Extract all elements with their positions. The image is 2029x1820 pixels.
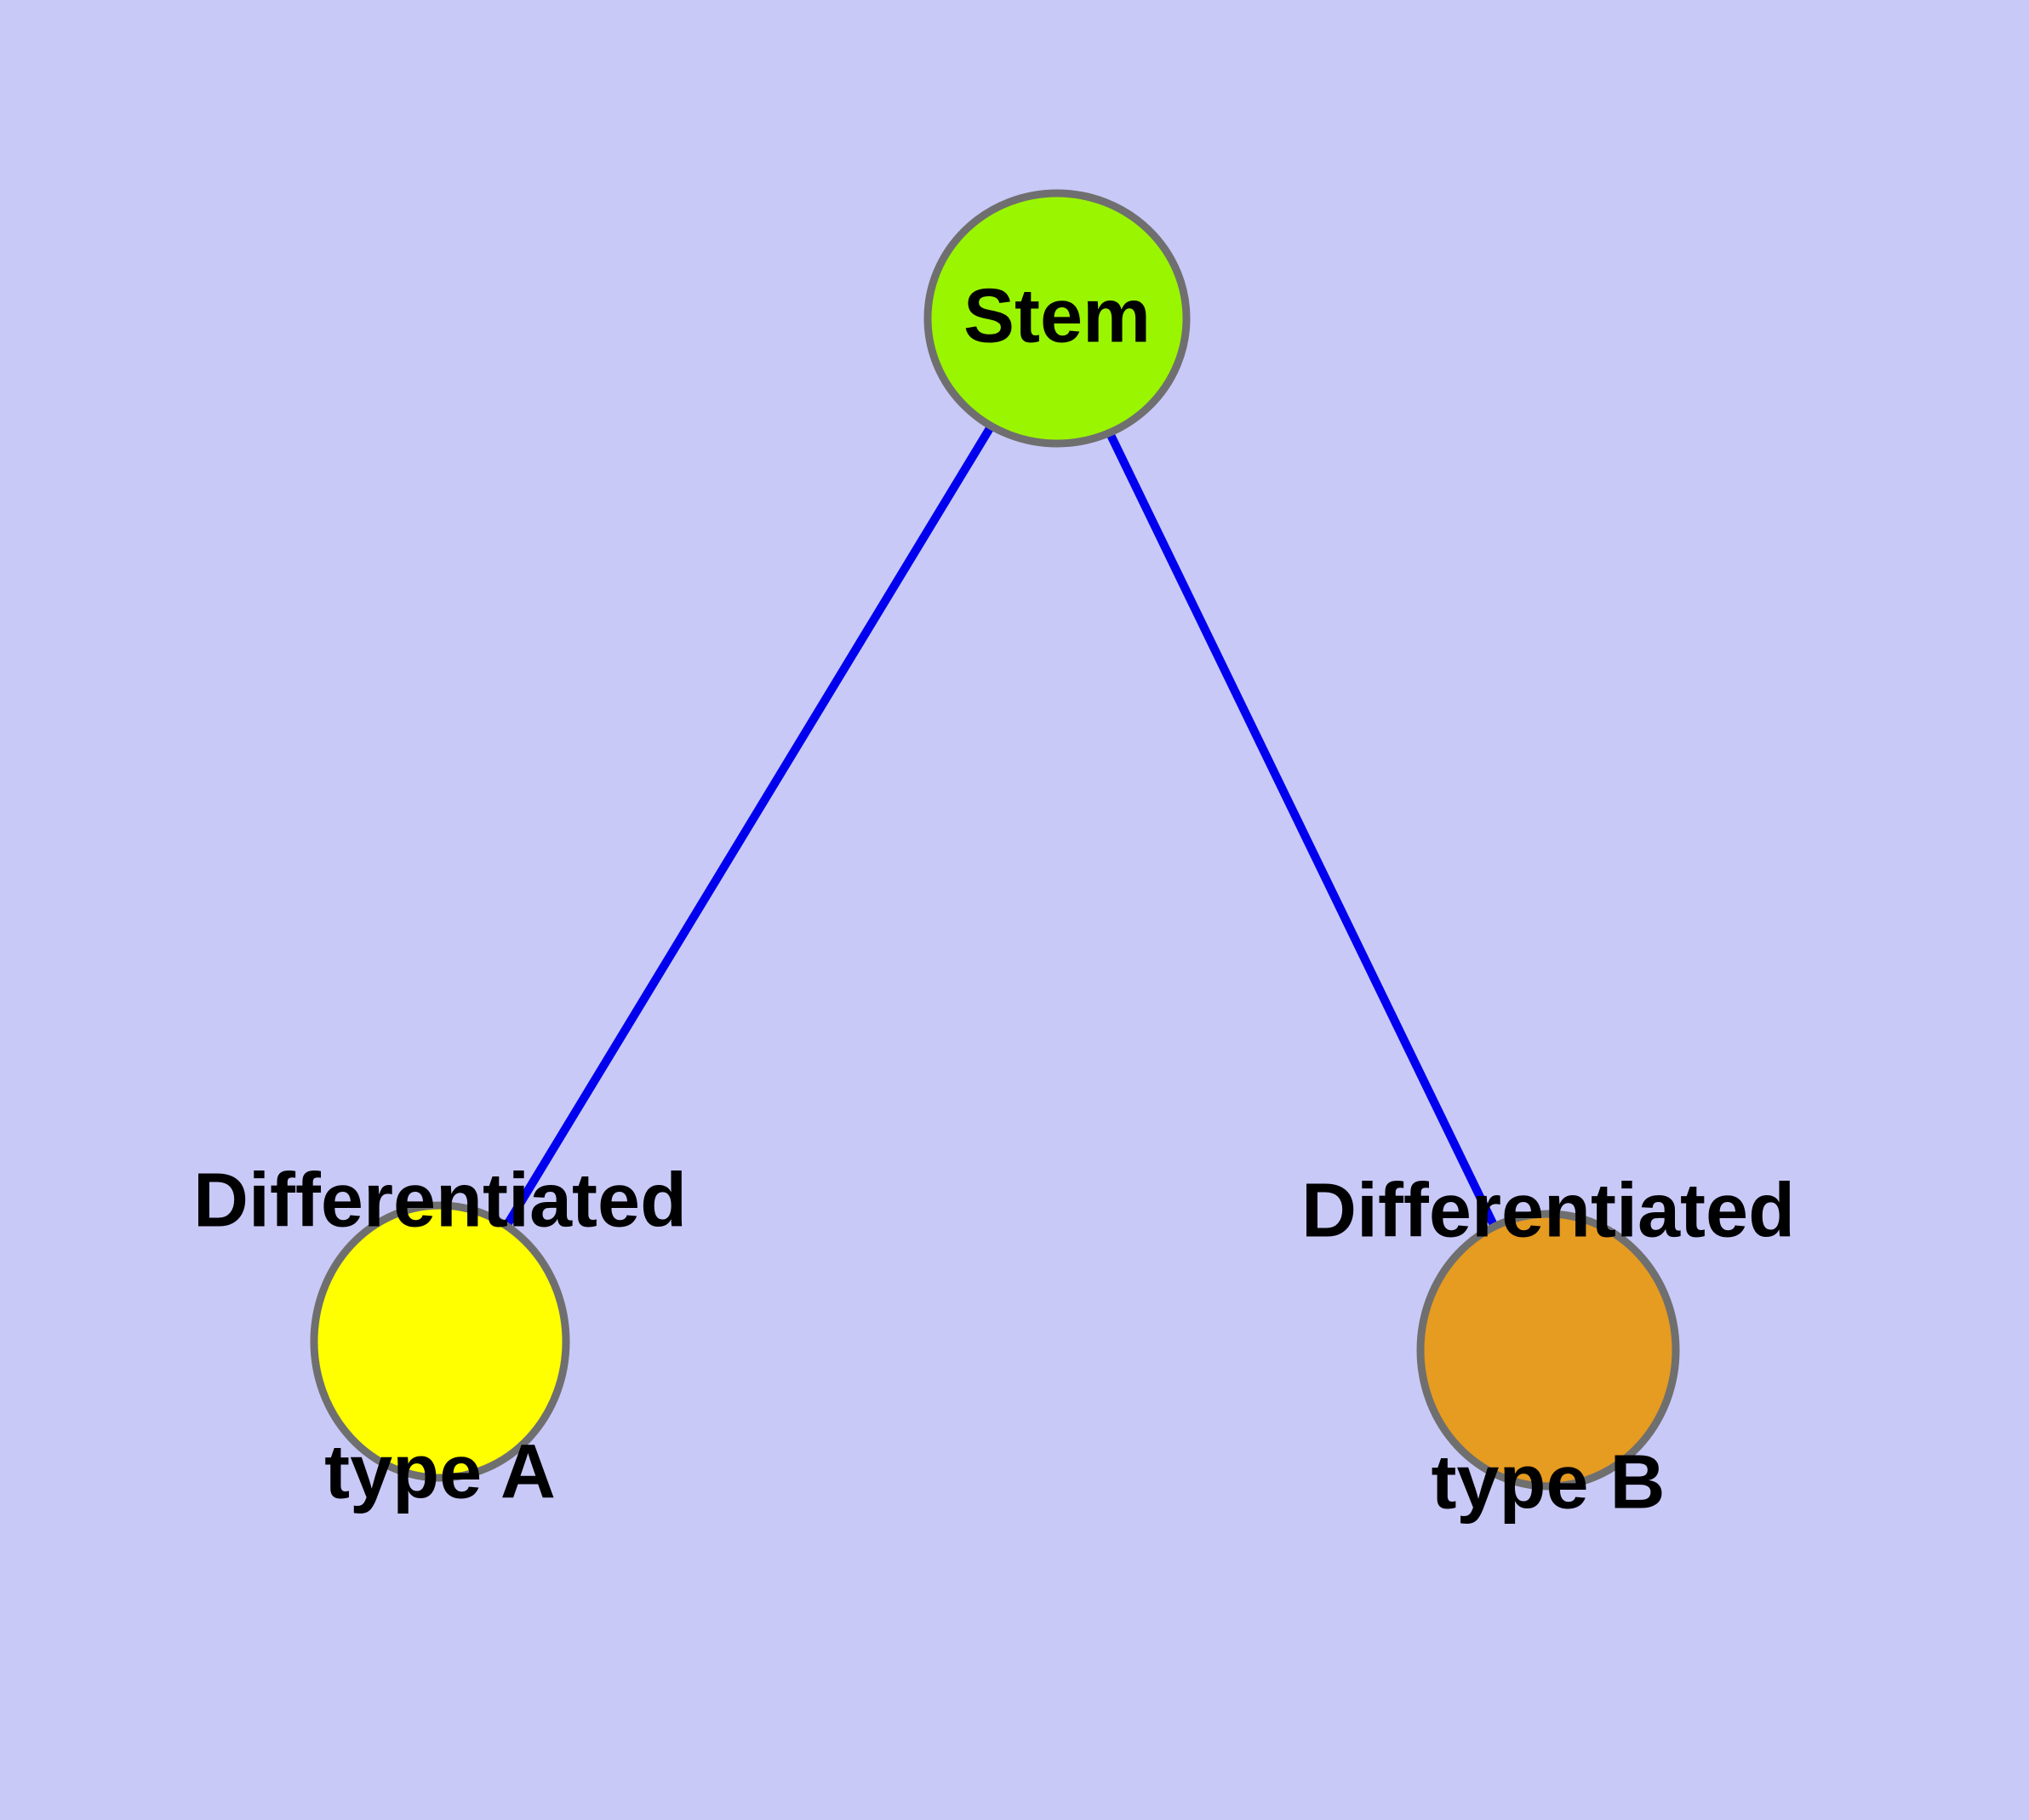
node-type-a-label: Differentiated type A	[193, 975, 687, 1698]
node-type-b-label: Differentiated type B	[1301, 985, 1795, 1708]
node-type-a-circle[interactable]	[310, 1201, 570, 1482]
node-type-b-label-line1: Differentiated	[1300, 1168, 1796, 1254]
node-type-a-label-line1: Differentiated	[192, 1158, 688, 1244]
node-stem-label-text: Stem	[963, 273, 1152, 359]
node-stem-circle[interactable]	[923, 189, 1191, 448]
node-type-a-label-line2: type A	[324, 1429, 556, 1515]
node-type-b-circle[interactable]	[1416, 1210, 1680, 1491]
node-type-b-label-line2: type B	[1431, 1439, 1666, 1525]
node-stem-label: Stem	[963, 91, 1151, 543]
edge-stem-to-type-a	[489, 402, 1009, 1250]
edge-stem-to-type-b	[1094, 406, 1511, 1254]
